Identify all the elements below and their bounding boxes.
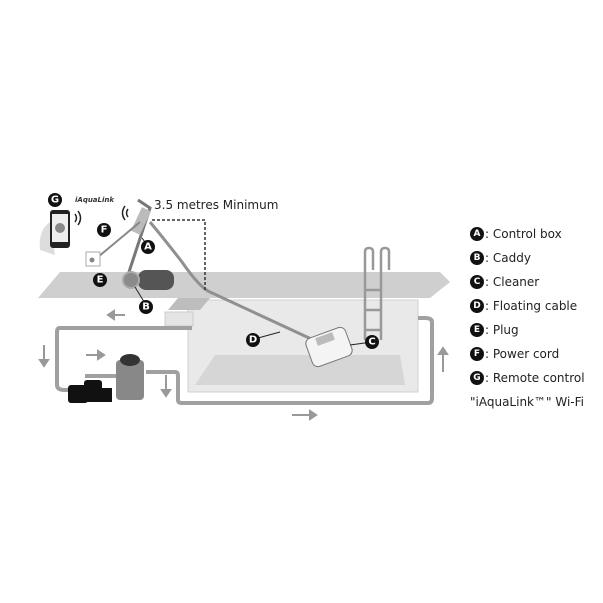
legend-badge: G [470, 371, 484, 385]
legend-text: : Plug [485, 323, 519, 337]
legend-text: : Power cord [485, 347, 560, 361]
svg-text:E: E [97, 275, 104, 286]
iaqualink-logo: iAquaLink [75, 196, 115, 204]
legend-badge: B [470, 251, 484, 265]
circulation-pipes [55, 316, 434, 405]
svg-text:F: F [101, 225, 108, 236]
legend-item: B: Caddy [470, 246, 585, 270]
legend-item: E: Plug [470, 318, 585, 342]
distance-dimension [152, 219, 206, 290]
marker-e: E [93, 273, 107, 287]
distance-label: 3.5 metres Minimum [154, 198, 279, 212]
skimmer [164, 311, 194, 327]
wifi-signal-icon [74, 205, 129, 226]
svg-text:B: B [142, 302, 150, 313]
legend-text: : Caddy [485, 251, 531, 265]
legend-badge: A [470, 227, 484, 241]
legend-badge: D [470, 299, 484, 313]
flow-arrows [38, 309, 449, 421]
legend-badge: F [470, 347, 484, 361]
legend-item: D: Floating cable [470, 294, 585, 318]
legend-text: : Control box [485, 227, 562, 241]
control-box [126, 198, 152, 276]
legend-item: G: Remote control [470, 366, 585, 390]
marker-f: F [97, 223, 111, 237]
cleaner-robot [305, 326, 353, 368]
legend-badge: E [470, 323, 484, 337]
floating-cable [148, 221, 336, 352]
legend-footnote: "iAquaLink™" Wi-Fi [470, 395, 584, 409]
svg-text:G: G [51, 195, 59, 206]
caddy [122, 270, 174, 290]
svg-text:A: A [144, 242, 152, 253]
legend-text: : Cleaner [485, 275, 540, 289]
svg-text:C: C [368, 337, 375, 348]
remote-control-phone [39, 210, 70, 255]
svg-text:D: D [249, 335, 257, 346]
plug-icon [89, 257, 95, 263]
legend: A: Control box B: Caddy C: Cleaner D: Fl… [470, 222, 585, 414]
marker-d: D [246, 333, 260, 347]
pool-ladder [363, 246, 391, 340]
pump [68, 380, 112, 403]
legend-text: : Remote control [485, 371, 585, 385]
filter [116, 354, 144, 400]
marker-a: A [141, 240, 155, 254]
marker-g: G [48, 193, 62, 207]
legend-badge: C [470, 275, 484, 289]
pool-floor [195, 355, 405, 385]
legend-text: : Floating cable [485, 299, 578, 313]
coping [168, 298, 210, 310]
legend-item: C: Cleaner [470, 270, 585, 294]
legend-item: F: Power cord [470, 342, 585, 366]
marker-c: C [365, 335, 379, 349]
marker-b: B [139, 300, 153, 314]
legend-item: A: Control box [470, 222, 585, 246]
